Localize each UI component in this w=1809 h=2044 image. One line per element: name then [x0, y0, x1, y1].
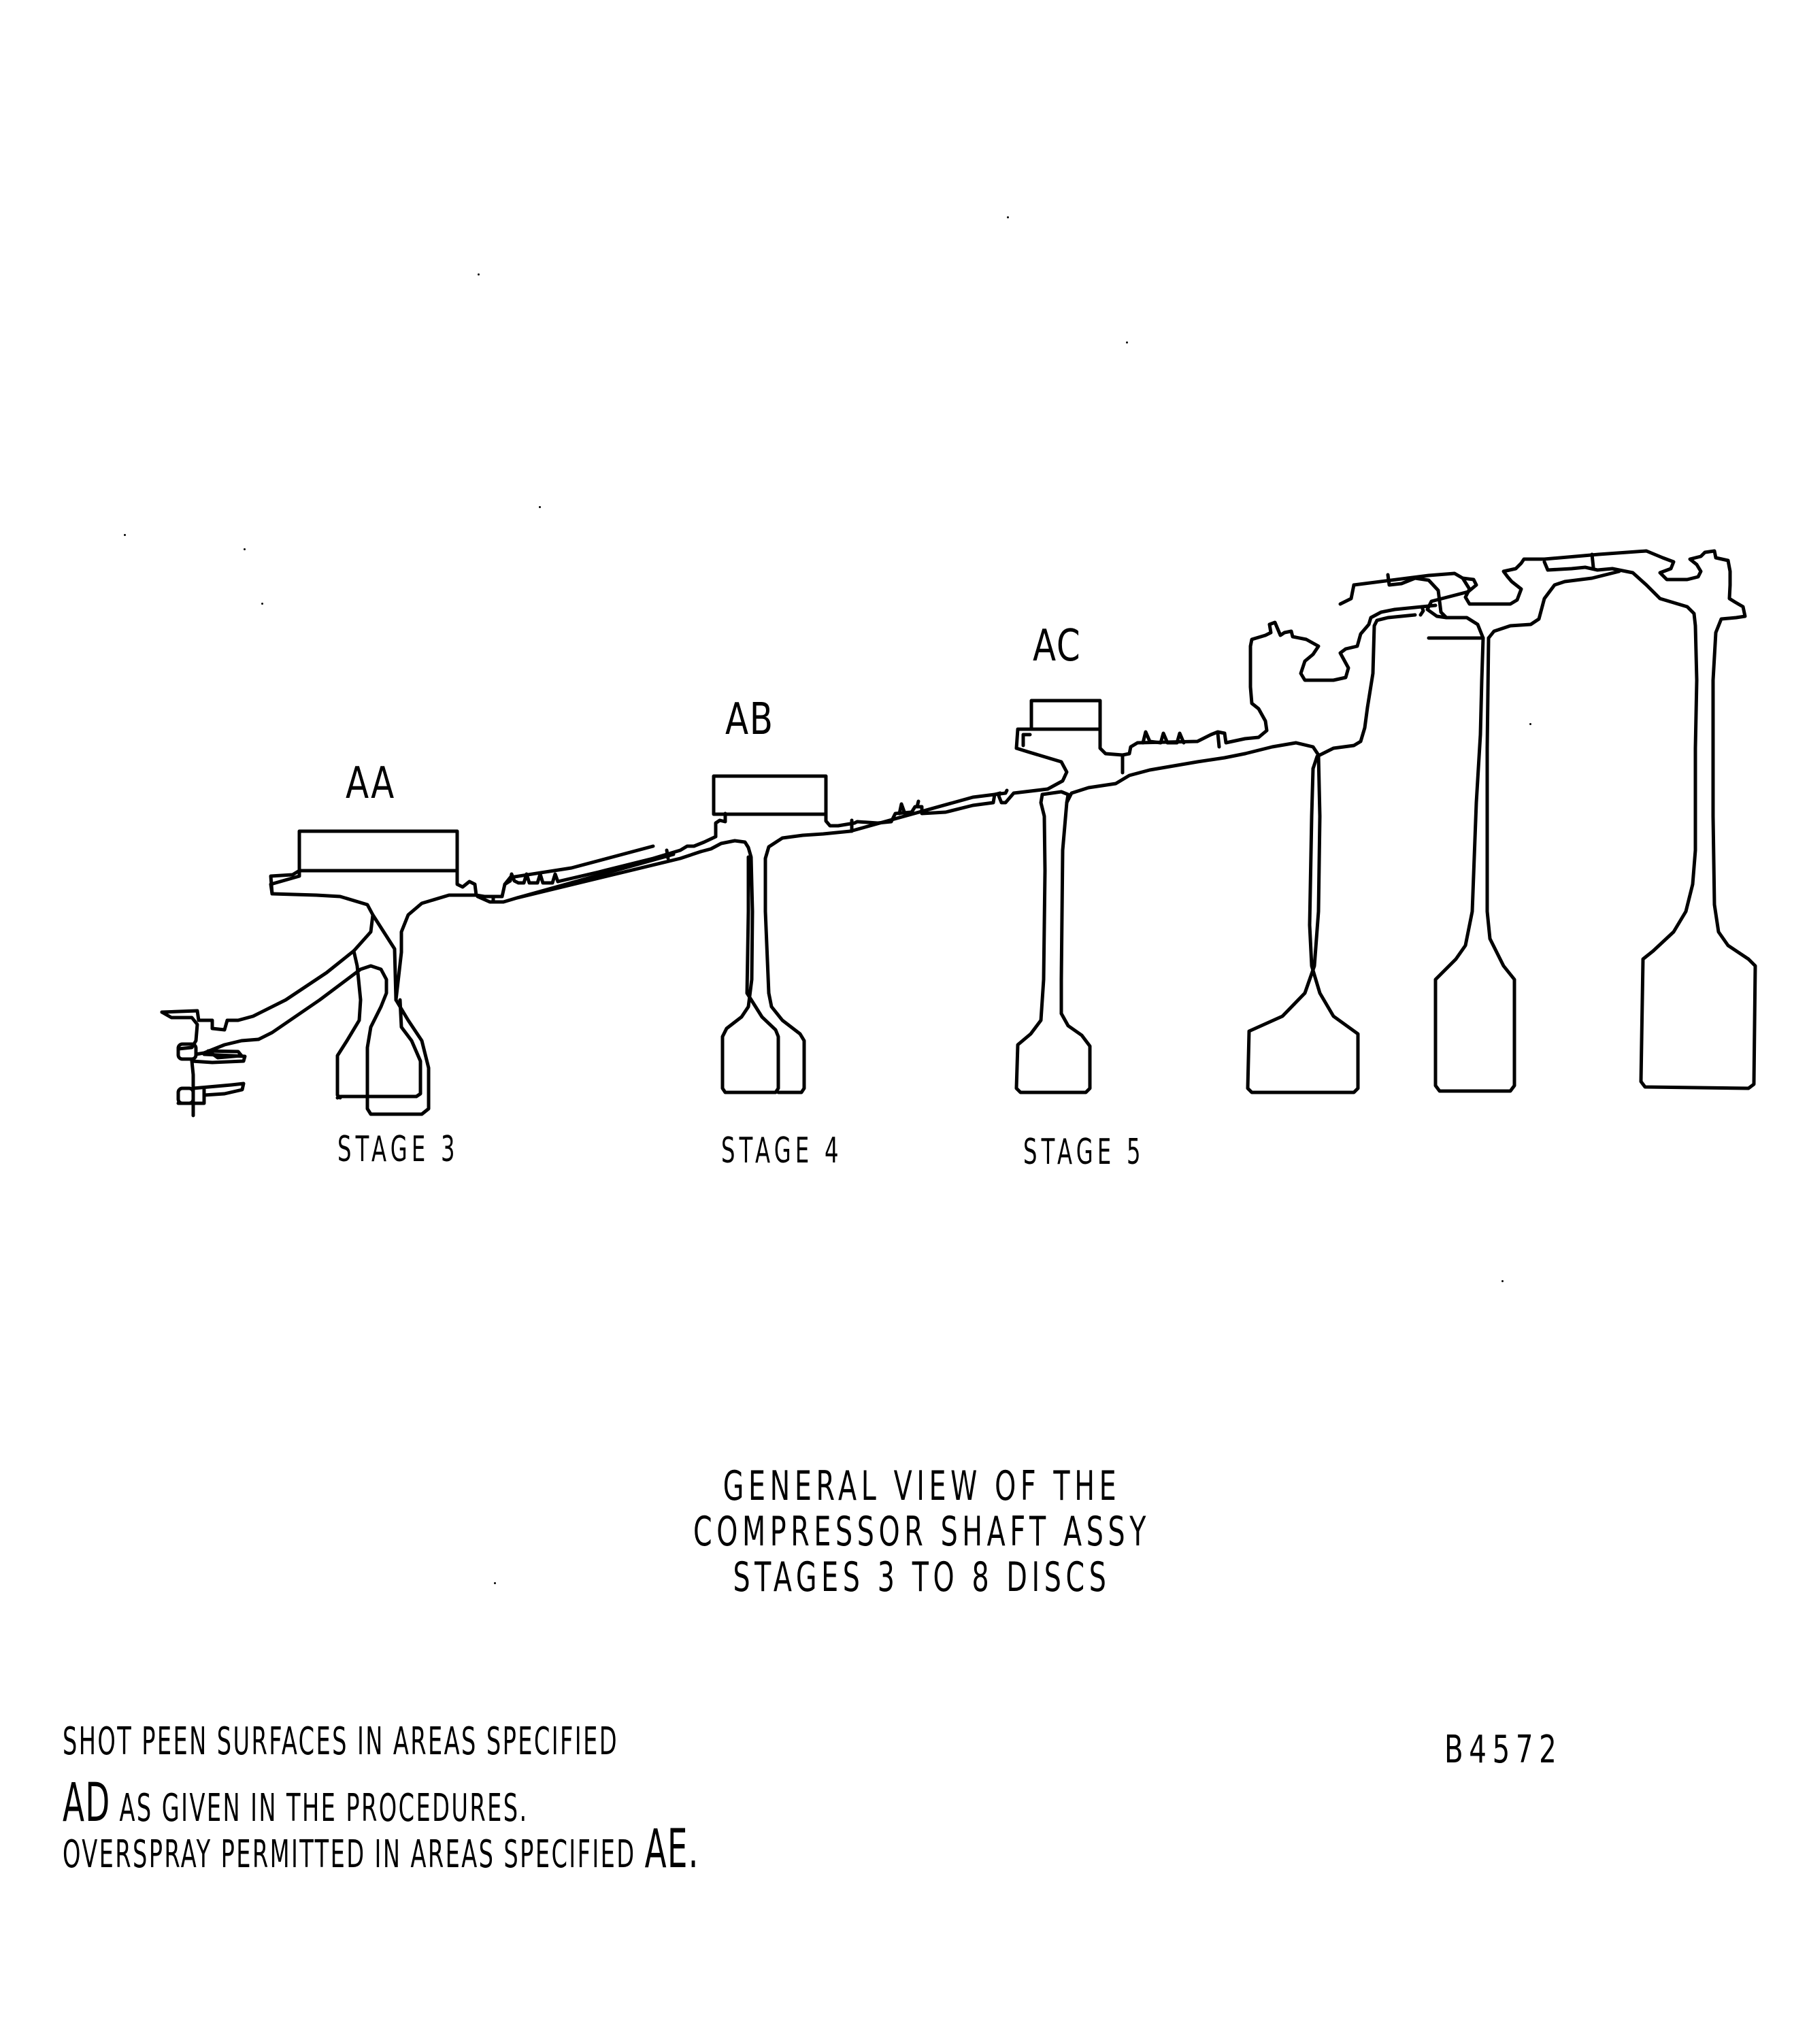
- note-line-2-text: AS GIVEN IN THE PROCEDURES.: [119, 1786, 529, 1830]
- callout-AC: AC: [1033, 621, 1082, 671]
- area-AC-box: [1029, 699, 1102, 731]
- stage-7-disc: [1338, 557, 1621, 1093]
- front-flange: [160, 870, 431, 1118]
- scan-speck: [494, 1582, 496, 1584]
- title-line-1: GENERAL VIEW OF THE: [723, 1462, 1121, 1510]
- callout-AB: AB: [725, 694, 774, 745]
- stage-8-disc: [1542, 549, 1757, 1090]
- scan-speck: [124, 534, 126, 536]
- notes-block: SHOT PEEN SURFACES IN AREAS SPECIFIED AD…: [63, 1720, 1124, 1880]
- scan-speck: [1501, 1280, 1504, 1282]
- stage-3-disc: [269, 829, 676, 1100]
- note-line-1: SHOT PEEN SURFACES IN AREAS SPECIFIED: [63, 1720, 618, 1764]
- shaft-segment-3-4-lower: [515, 850, 703, 900]
- note-line-3-text: OVERSPRAY PERMITTED IN AREAS SPECIFIED: [63, 1832, 636, 1877]
- note-ref-AD: AD: [63, 1773, 111, 1834]
- note-line-2: AD AS GIVEN IN THE PROCEDURES.: [63, 1773, 699, 1834]
- drawing-title: GENERAL VIEW OF THE COMPRESSOR SHAFT ASS…: [531, 1464, 1313, 1601]
- scan-speck: [1007, 216, 1009, 218]
- scan-speck: [261, 603, 263, 605]
- joint-mark: [665, 848, 670, 860]
- scan-speck: [539, 506, 541, 508]
- scan-speck: [1529, 723, 1531, 725]
- scan-speck: [478, 273, 480, 275]
- area-AA-box: [297, 829, 459, 873]
- area-AB-box: [712, 774, 828, 816]
- note-ref-AE: AE.: [644, 1819, 699, 1880]
- title-line-3: STAGES 3 TO 8 DISCS: [733, 1554, 1111, 1601]
- title-line-2: COMPRESSOR SHAFT ASSY: [693, 1508, 1150, 1556]
- scan-speck: [1126, 341, 1128, 344]
- stage-4-disc: [692, 774, 1050, 1094]
- stage-5-disc: [1014, 622, 1273, 1094]
- scan-speck: [244, 548, 246, 550]
- stage-4-label: STAGE 4: [721, 1130, 843, 1171]
- drawing-number: B4572: [1444, 1728, 1563, 1772]
- note-line-3: OVERSPRAY PERMITTED IN AREAS SPECIFIED A…: [63, 1819, 699, 1880]
- stage-5-label: STAGE 5: [1023, 1132, 1145, 1173]
- stage-6-disc: [1243, 603, 1438, 1094]
- stage-3-label: STAGE 3: [337, 1129, 459, 1170]
- callout-AA: AA: [346, 758, 395, 809]
- shaft-segment-3-4-upper: [556, 844, 696, 884]
